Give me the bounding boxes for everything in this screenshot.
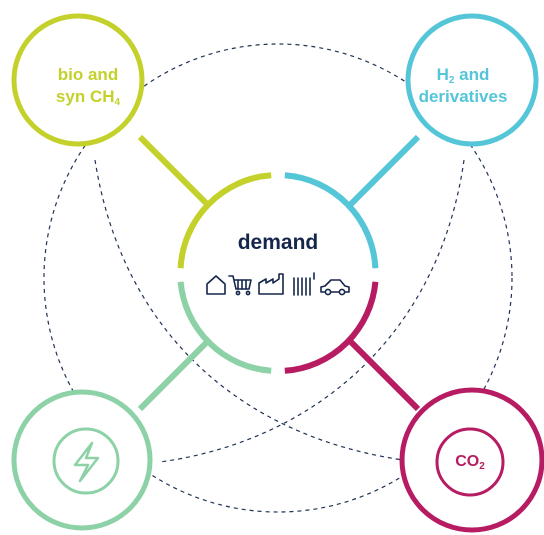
building-icon (293, 272, 315, 296)
spoke-power (137, 336, 213, 412)
node-co2-circle (399, 387, 544, 533)
h2-line2: derivatives (418, 87, 508, 106)
power-inner-circle (52, 427, 120, 495)
node-bio-label: bio and syn CH4 (18, 64, 158, 108)
co2-label: CO2 (455, 453, 485, 472)
demand-arc-co2 (284, 281, 379, 374)
demand-arc-power (177, 281, 272, 374)
demand-label: demand (237, 231, 319, 254)
spoke-co2 (345, 336, 421, 412)
spoke-bio (137, 134, 213, 210)
node-h2-label: H2 and derivatives (388, 64, 538, 108)
h2-line1: H2 and (436, 65, 490, 86)
bio-line2: syn CH4 (55, 87, 121, 108)
lightning-icon (73, 441, 100, 483)
shopping-cart-icon (228, 275, 252, 296)
node-h2-circle (405, 13, 539, 147)
dashed-connections (43, 43, 513, 513)
co2-inner-circle (435, 427, 505, 497)
demand-arc-bio (177, 172, 272, 269)
dashed-curve-h2-to-power (159, 159, 465, 463)
house-icon (206, 275, 226, 295)
bio-line1: bio and (57, 65, 119, 84)
node-power-circle (11, 389, 153, 531)
demand-ring (177, 172, 379, 374)
car-icon (320, 279, 350, 296)
dashed-outer-ring (43, 43, 513, 513)
dashed-curve-bio-to-co2 (94, 159, 419, 463)
factory-icon (258, 273, 284, 295)
spokes (137, 134, 421, 412)
spoke-h2 (345, 134, 421, 210)
node-bio-circle (11, 13, 145, 147)
demand-icons (206, 272, 350, 296)
demand-arc-h2 (284, 172, 379, 269)
